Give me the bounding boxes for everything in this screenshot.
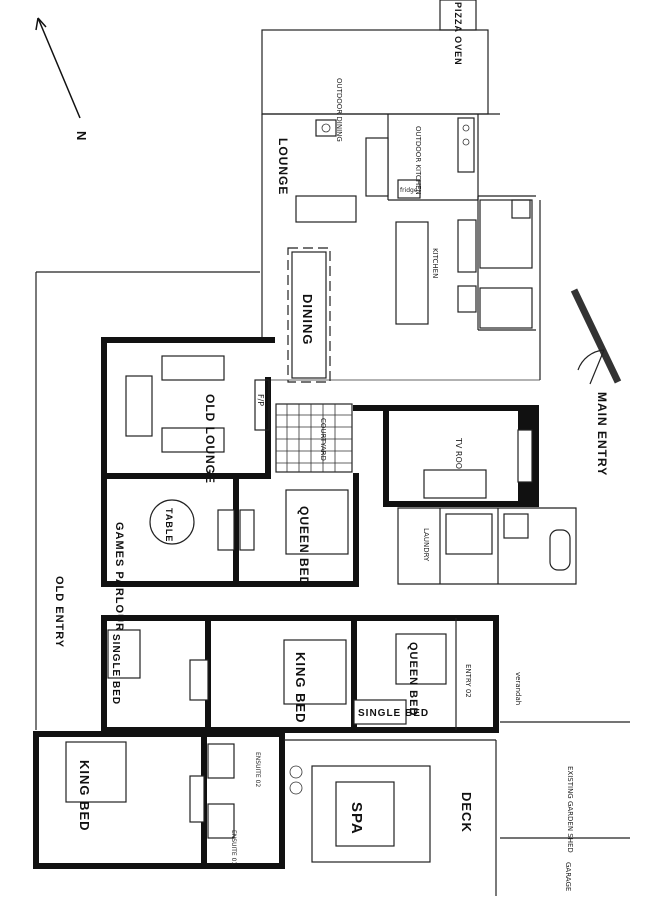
- fp-label: F/P: [256, 394, 265, 406]
- ensuite-01-label: ENSUITE 01: [230, 830, 237, 865]
- main-entry: [570, 288, 622, 385]
- main-entry-label: MAIN ENTRY: [595, 392, 609, 476]
- outdoor-dining-label: OUTDOOR DINING: [335, 78, 343, 142]
- king-bed-1: [283, 639, 347, 705]
- queen-bed-2: [395, 633, 447, 685]
- dining-table: [291, 251, 327, 379]
- pizza-oven: PIZZA OVEN: [439, 0, 477, 66]
- single-bed-2: [353, 699, 407, 725]
- dining-label: DINING: [300, 294, 315, 346]
- old-lounge-label: OLD LOUNGE: [203, 394, 217, 484]
- spa: [335, 781, 395, 847]
- old-lounge-sofa-top: [161, 355, 225, 381]
- tv-room-sofa: [423, 469, 487, 499]
- lounge-label: LOUNGE: [276, 138, 290, 195]
- single-bed-2-label: SINGLE BED: [358, 708, 429, 719]
- fireplace: [254, 379, 270, 431]
- king-bed-1-label: KING BED: [293, 652, 308, 724]
- old-lounge-sofa-bottom: [161, 427, 225, 453]
- spa-label: SPA: [348, 802, 365, 835]
- old-entry-label: OLD ENTRY: [53, 576, 65, 648]
- deck-label: DECK: [459, 792, 474, 833]
- pizza-oven-label: PIZZA OVEN: [453, 2, 463, 66]
- games-table: [149, 499, 195, 545]
- table-label: TABLE: [164, 508, 174, 542]
- single-bed-1-label: SINGLE BED: [110, 634, 121, 705]
- old-lounge-room: [101, 337, 275, 479]
- queen-bed-1-label: QUEEN BED: [297, 506, 311, 586]
- outdoor-cooktop: [457, 117, 475, 173]
- spa-deck-surround: [311, 765, 431, 863]
- fridge: [397, 179, 421, 199]
- king-bed-2-label: KING BED: [77, 760, 92, 832]
- courtyard-label: COURTYARD: [319, 418, 327, 461]
- kitchen-island: [395, 221, 429, 325]
- north-label: N: [74, 131, 89, 141]
- old-lounge-sofa-left: [125, 375, 153, 437]
- tv-room-label: TV ROOM: [454, 437, 463, 476]
- kitchen-label: KITCHEN: [431, 248, 439, 278]
- ensuite-02-label: ENSUITE 02: [254, 752, 261, 787]
- kitchen-sink: [457, 219, 477, 273]
- lounge-sofa-right: [365, 137, 389, 197]
- queen-bed-1: [285, 489, 349, 555]
- kitchen-cooktop: [457, 285, 477, 313]
- garden-shed-label: EXISTING GARDEN SHED: [566, 766, 574, 853]
- laundry-label: LAUNDRY: [422, 528, 430, 562]
- games-cabinet: [217, 509, 235, 551]
- courtyard: [275, 403, 353, 473]
- tv-room: [353, 405, 539, 507]
- games-parlour-label: GAMES PARLOUR: [113, 522, 125, 632]
- king-bed-2: [65, 741, 127, 803]
- fridge-label: fridge: [400, 187, 418, 194]
- verandah-label: verandah: [514, 672, 522, 705]
- entry-02-label: ENTRY 02: [464, 664, 472, 698]
- single-bed-1: [107, 629, 141, 679]
- north-arrow: N: [35, 17, 89, 141]
- garage-label: GARAGE: [564, 862, 572, 891]
- outdoor-kitchen-label: OUTDOOR KITCHEN: [414, 126, 422, 195]
- open-plan-living: [261, 113, 541, 381]
- queen-bed-2-label: QUEEN BED: [407, 642, 419, 716]
- games-and-queen-wing: [101, 473, 359, 587]
- outdoor-sink: [315, 119, 337, 137]
- lounge-sofa-bottom: [295, 195, 357, 223]
- laundry-bath-block: [397, 507, 577, 585]
